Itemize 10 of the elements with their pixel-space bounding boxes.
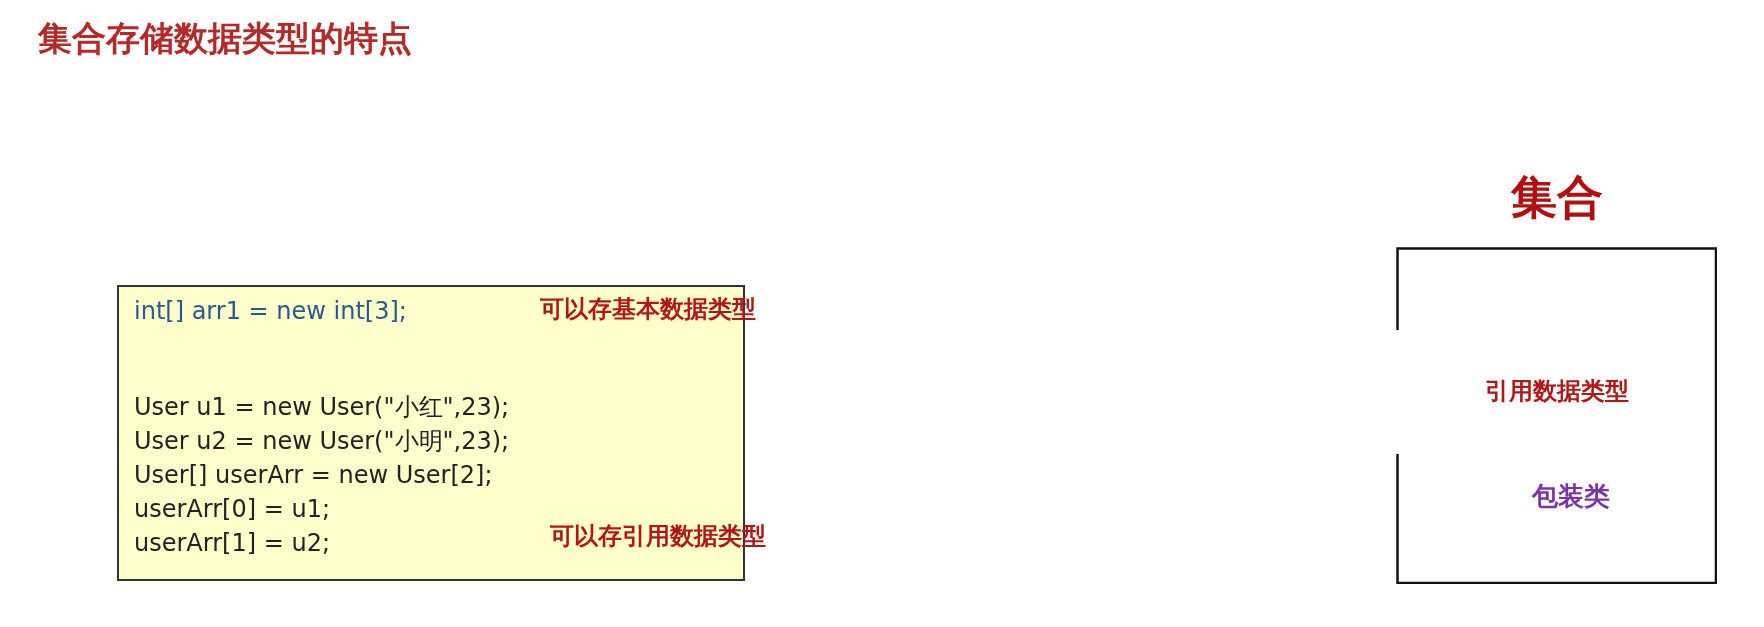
code-line: int[] arr1 = new int[3];	[134, 296, 407, 327]
code-line: User[] userArr = new User[2];	[134, 460, 493, 491]
box-text: 引用数据类型	[1484, 377, 1629, 405]
code-line: userArr[0] = u1;	[134, 494, 330, 525]
code-line: User u2 = new User("小明",23);	[134, 426, 510, 457]
box-heading: 集合	[1510, 170, 1603, 224]
code-line: userArr[1] = u2;	[134, 528, 330, 559]
slide-title: 集合存储数据类型的特点	[38, 17, 412, 60]
code-line: User u1 = new User("小红",23);	[134, 392, 510, 423]
box-text: 包装类	[1531, 481, 1610, 511]
